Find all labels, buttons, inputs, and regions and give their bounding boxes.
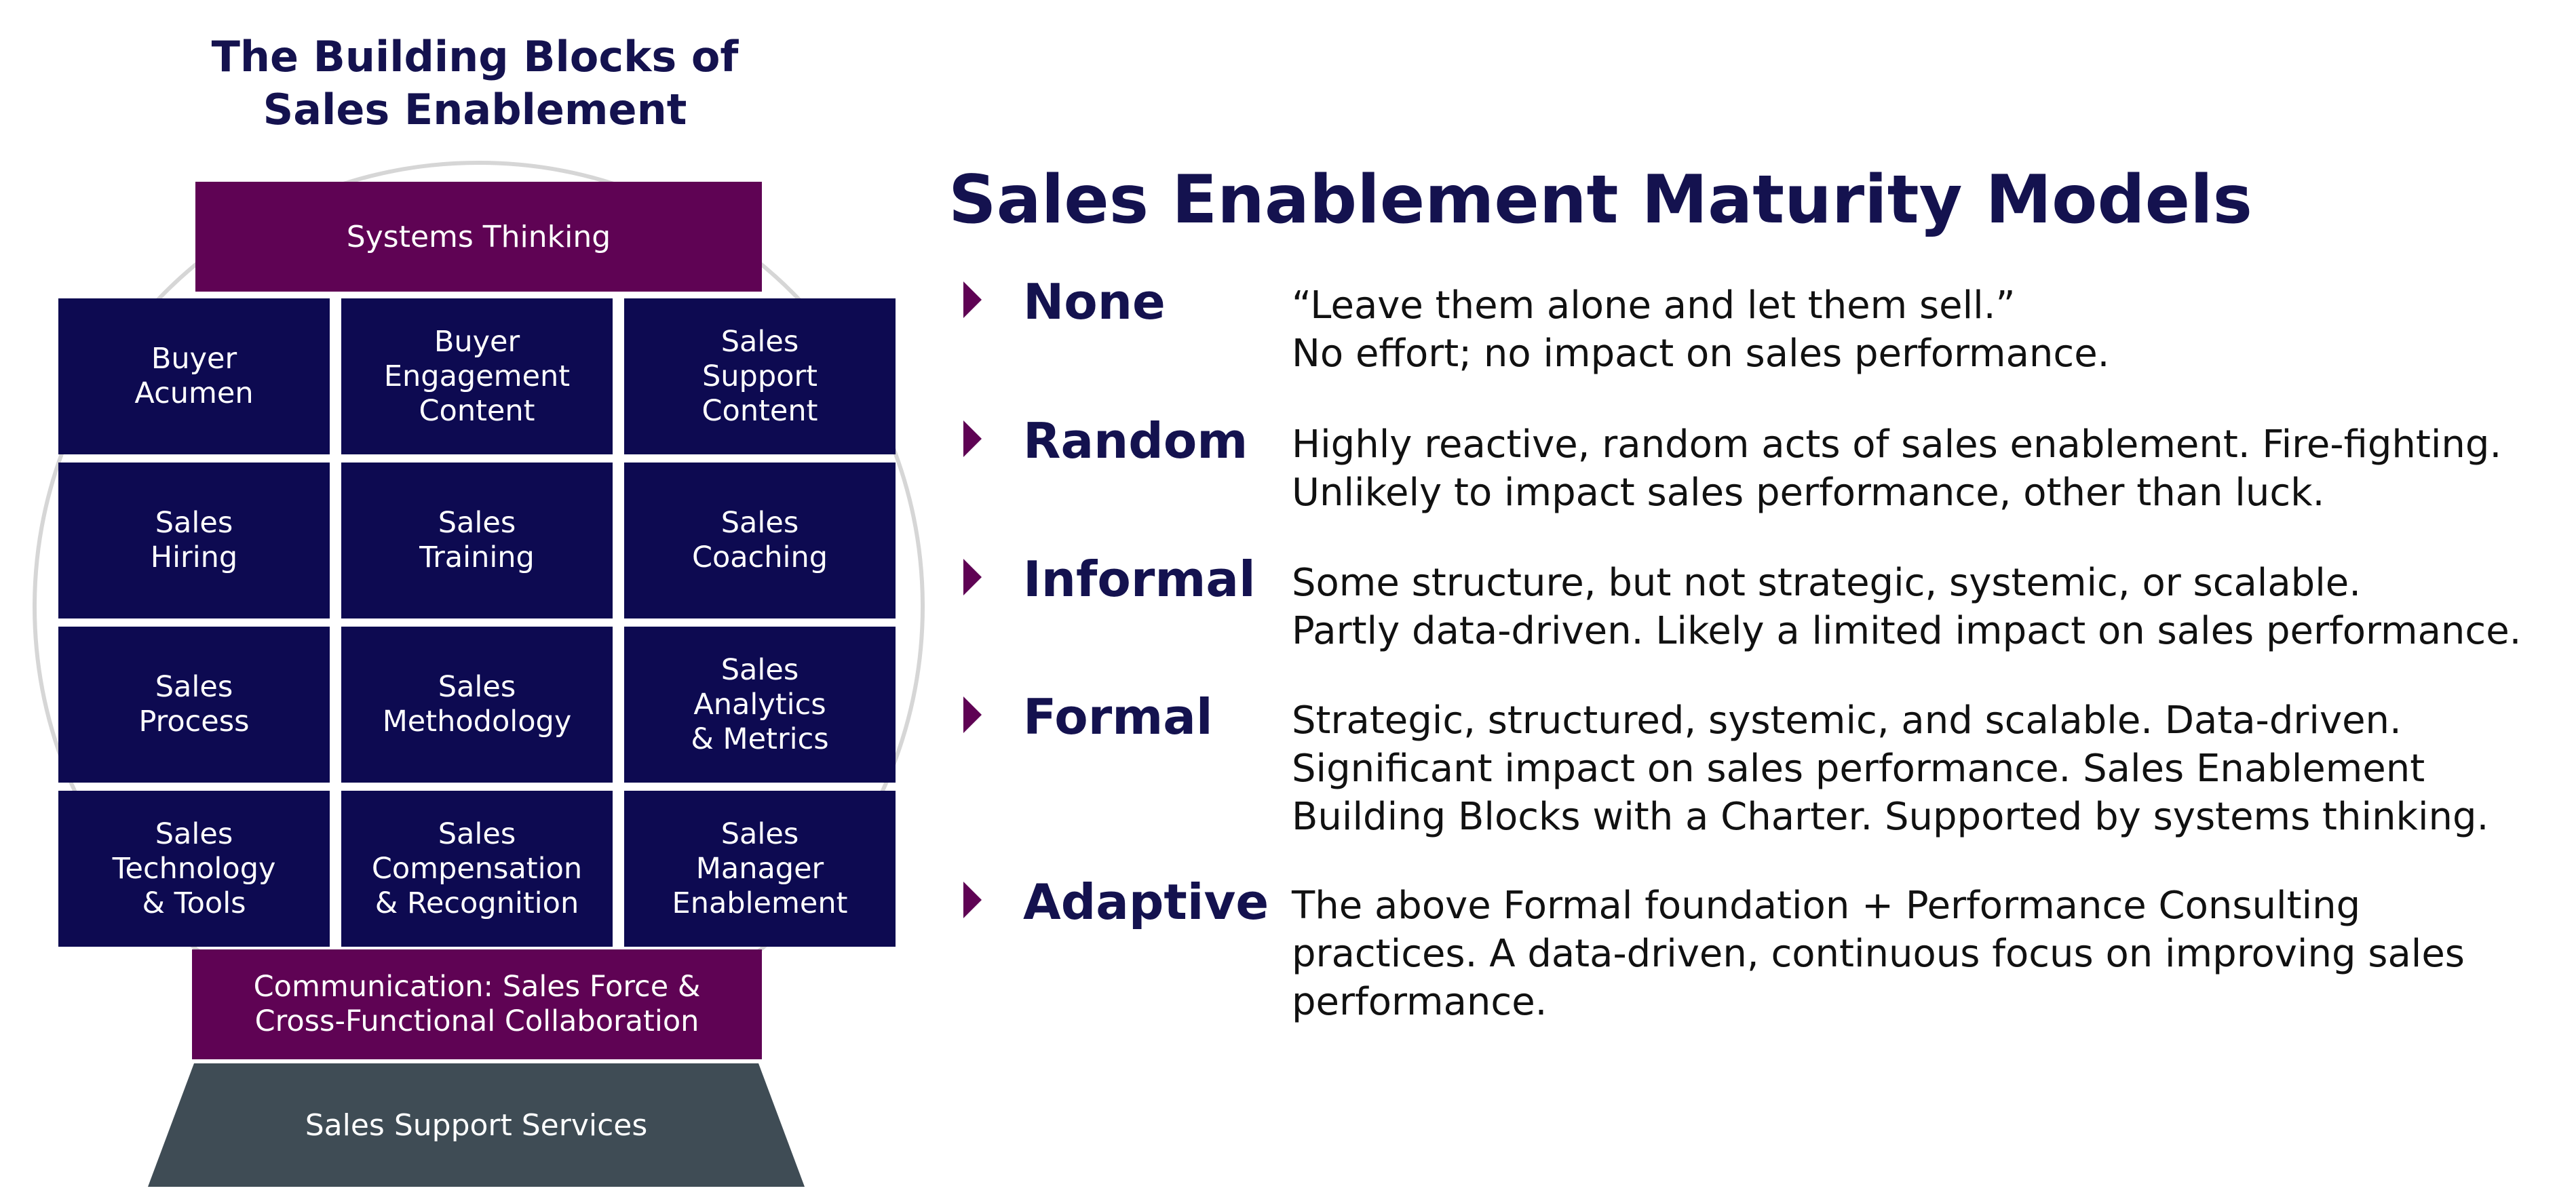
block-label: Content [419,393,535,428]
block-sales-analytics-metrics: Sales Analytics & Metrics [624,627,896,783]
level-name: None [1023,273,1166,330]
block-label: Sales [155,506,233,540]
maturity-heading: Sales Enablement Maturity Models [948,161,2253,239]
block-label: Sales [438,670,516,704]
block-label: Sales [720,652,799,687]
block-label: Sales [438,506,516,540]
block-label: Engagement [383,359,571,393]
base-trapezoid [148,1063,805,1187]
block-label: Training [419,540,535,574]
block-label: Sales [720,324,799,359]
level-description: Some structure, but not strategic, syste… [1292,559,2567,655]
block-label: & Metrics [691,722,829,756]
block-sales-process: Sales Process [58,627,330,783]
block-label: Sales [155,670,233,704]
level-description: Strategic, structured, systemic, and sca… [1292,696,2567,841]
level-name: Formal [1023,688,1213,745]
diagram-title: The Building Blocks of Sales Enablement [31,31,919,136]
description-line: practices. A data-driven, continuous foc… [1292,932,2465,976]
diagram-title-line: The Building Blocks of [211,32,739,81]
systems-thinking-bar: Systems Thinking [195,182,762,292]
block-sales-technology-tools: Sales Technology & Tools [58,791,330,947]
description-line: The above Formal foundation + Performanc… [1292,884,2361,928]
description-line: Building Blocks with a Charter. Supporte… [1292,795,2489,839]
level-name: Informal [1023,551,1256,608]
block-label: Buyer [434,324,520,359]
block-label: & Recognition [374,886,579,920]
level-name: Adaptive [1023,873,1269,930]
communication-bar: Communication: Sales Force & Cross-Funct… [192,949,762,1059]
block-label: Acumen [134,376,254,410]
block-label: Sales [720,506,799,540]
description-line: Highly reactive, random acts of sales en… [1292,422,2502,467]
description-line: Partly data-driven. Likely a limited imp… [1292,609,2522,653]
description-line: No effort; no impact on sales performanc… [1292,332,2110,376]
triangle-right-icon [963,559,982,595]
description-line: Strategic, structured, systemic, and sca… [1292,699,2402,743]
block-label: Compensation [371,851,583,886]
block-label: Technology [112,851,276,886]
block-label: Systems Thinking [346,219,611,254]
block-label: Manager [695,851,824,886]
block-label: Support [702,359,818,393]
block-sales-hiring: Sales Hiring [58,463,330,618]
block-sales-coaching: Sales Coaching [624,463,896,618]
sales-support-services-base [148,1063,805,1187]
block-label: Coaching [691,540,828,574]
description-line: Significant impact on sales performance.… [1292,747,2425,791]
description-line: “Leave them alone and let them sell.” [1292,283,2016,328]
block-sales-training: Sales Training [341,463,613,618]
level-description: Highly reactive, random acts of sales en… [1292,420,2567,517]
diagram-title-line: Sales Enablement [263,85,687,134]
block-label: Methodology [382,705,572,739]
block-label: Analytics [693,687,826,722]
block-label: Cross-Functional Collaboration [254,1004,699,1038]
description-line: Unlikely to impact sales performance, ot… [1292,471,2325,515]
block-buyer-acumen: Buyer Acumen [58,298,330,454]
block-label: Enablement [672,886,848,920]
block-label: Communication: Sales Force & [253,970,701,1004]
level-description: “Leave them alone and let them sell.” No… [1292,281,2567,378]
block-sales-methodology: Sales Methodology [341,627,613,783]
block-label: Content [701,393,818,428]
block-label: Sales [155,817,233,851]
block-sales-compensation-recognition: Sales Compensation & Recognition [341,791,613,947]
block-label: Hiring [150,540,238,574]
level-description: The above Formal foundation + Performanc… [1292,882,2567,1026]
triangle-right-icon [963,281,982,318]
block-label: Buyer [151,342,237,376]
triangle-right-icon [963,420,982,457]
block-label: Sales [438,817,516,851]
base-label: Sales Support Services [305,1107,648,1143]
building-blocks-diagram: The Building Blocks of Sales Enablement … [0,0,925,1199]
triangle-right-icon [963,882,982,918]
block-sales-manager-enablement: Sales Manager Enablement [624,791,896,947]
block-label: & Tools [142,886,246,920]
description-line: Some structure, but not strategic, syste… [1292,561,2362,605]
block-buyer-engagement-content: Buyer Engagement Content [341,298,613,454]
block-label: Sales [720,817,799,851]
triangle-right-icon [963,696,982,733]
block-sales-support-content: Sales Support Content [624,298,896,454]
description-line: performance. [1292,980,1547,1024]
block-label: Process [138,705,250,739]
level-name: Random [1023,412,1248,469]
